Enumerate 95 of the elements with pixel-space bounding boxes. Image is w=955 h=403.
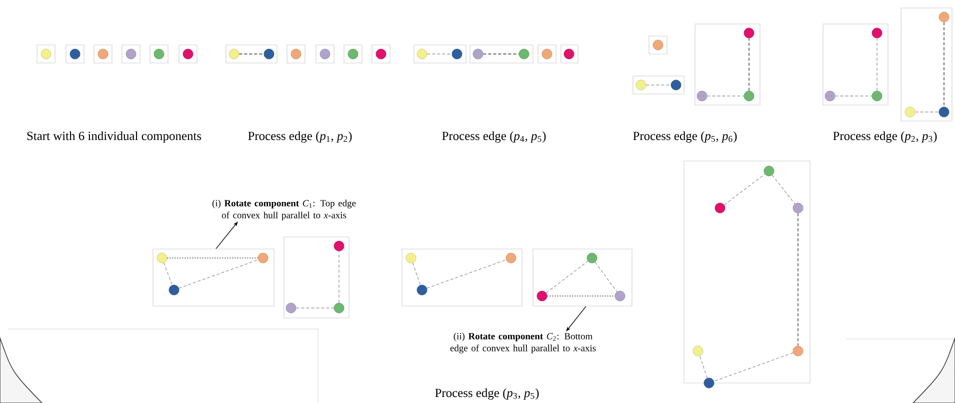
step-caption: Process edge (p$_{5}$, p$_{6}$) bbox=[633, 131, 737, 143]
point-dot bbox=[518, 48, 530, 60]
point-dot bbox=[406, 252, 416, 264]
point-dot bbox=[872, 28, 882, 38]
component-box bbox=[538, 44, 556, 64]
component-box bbox=[286, 44, 306, 64]
annotation-text: (ii) Rotate component C$_{2}$: Bottom edge of convex hull parallel to x-axis bbox=[450, 332, 596, 354]
point-dot bbox=[416, 48, 428, 60]
component-box bbox=[822, 24, 888, 106]
component-box bbox=[36, 44, 56, 64]
component-box bbox=[316, 44, 334, 64]
step-caption: Process edge (p$_{4}$, p$_{5}$) bbox=[442, 131, 546, 143]
connecting-line bbox=[724, 174, 766, 206]
point-dot bbox=[334, 240, 344, 252]
point-dot bbox=[872, 90, 882, 102]
point-dot bbox=[824, 90, 836, 102]
connecting-line bbox=[163, 262, 173, 286]
point-dot bbox=[40, 48, 52, 60]
component-box bbox=[532, 248, 632, 306]
point-dot bbox=[792, 346, 804, 356]
component-box bbox=[694, 24, 760, 106]
point-dot bbox=[714, 202, 726, 214]
component-box bbox=[414, 44, 466, 64]
point-dot bbox=[70, 48, 80, 60]
point-dot bbox=[506, 252, 516, 264]
point-dot bbox=[264, 48, 274, 60]
component-box bbox=[372, 44, 390, 64]
point-dot bbox=[334, 302, 344, 314]
point-dot bbox=[744, 28, 754, 38]
point-dot bbox=[228, 48, 240, 60]
connecting-line bbox=[338, 250, 340, 304]
point-dot bbox=[744, 90, 754, 102]
point-dot bbox=[614, 290, 626, 302]
point-dot bbox=[904, 106, 916, 118]
connecting-line bbox=[646, 84, 672, 86]
component-box bbox=[900, 8, 952, 122]
step-caption: Process edge (p$_{1}$, p$_{2}$) bbox=[248, 131, 352, 143]
annotation-text: (i) Rotate component C$_{1}$: Top edge of convex hull parallel to x-axis bbox=[212, 200, 356, 220]
connecting-line bbox=[748, 38, 750, 92]
component-box bbox=[66, 44, 84, 64]
component-box bbox=[284, 236, 350, 318]
point-dot bbox=[126, 48, 136, 60]
connecting-line bbox=[699, 356, 708, 378]
component-box bbox=[470, 44, 534, 64]
component-box bbox=[402, 248, 522, 306]
point-dot bbox=[670, 80, 682, 90]
point-dot bbox=[696, 90, 708, 102]
point-dot bbox=[452, 48, 462, 60]
point-dot bbox=[286, 302, 296, 314]
point-dot bbox=[416, 284, 428, 296]
point-dot bbox=[938, 12, 950, 22]
point-dot bbox=[98, 48, 108, 60]
component-box bbox=[344, 44, 362, 64]
connecting-line bbox=[714, 352, 794, 382]
connecting-line bbox=[178, 259, 258, 289]
connecting-line bbox=[546, 260, 588, 294]
point-dot bbox=[376, 48, 386, 60]
component-box bbox=[94, 44, 112, 64]
point-dot bbox=[564, 48, 574, 60]
connecting-line bbox=[426, 259, 506, 289]
component-box bbox=[122, 44, 140, 64]
point-dot bbox=[320, 48, 330, 60]
point-dot bbox=[636, 80, 646, 90]
component-box bbox=[150, 44, 168, 64]
connecting-line bbox=[412, 262, 421, 286]
point-dot bbox=[692, 346, 704, 356]
point-dot bbox=[938, 106, 950, 118]
point-dot bbox=[704, 378, 714, 388]
component-box bbox=[560, 44, 578, 64]
point-dot bbox=[472, 48, 484, 60]
point-dot bbox=[154, 48, 164, 60]
point-dot bbox=[258, 252, 268, 264]
point-dot bbox=[290, 48, 302, 60]
step-caption: Process edge (p$_{2}$, p$_{3}$) bbox=[833, 131, 937, 143]
component-box bbox=[178, 44, 198, 64]
point-dot bbox=[586, 252, 598, 264]
component-box bbox=[152, 248, 274, 306]
component-box bbox=[684, 160, 810, 384]
component-box bbox=[648, 36, 668, 54]
step-caption: Process edge (p$_{3}$, p$_{5}$) bbox=[435, 388, 539, 400]
connecting-line bbox=[772, 174, 796, 204]
point-dot bbox=[168, 284, 180, 296]
component-box bbox=[226, 44, 278, 64]
point-dot bbox=[348, 48, 358, 60]
component-box bbox=[632, 76, 684, 94]
step-caption: Start with 6 individual components bbox=[27, 131, 202, 143]
point-dot bbox=[156, 252, 168, 264]
point-dot bbox=[792, 202, 804, 214]
point-dot bbox=[764, 166, 774, 176]
point-dot bbox=[542, 48, 552, 60]
point-dot bbox=[182, 48, 194, 60]
connecting-line bbox=[876, 38, 878, 92]
point-dot bbox=[652, 40, 664, 50]
point-dot bbox=[536, 290, 548, 302]
connecting-line bbox=[594, 262, 618, 292]
